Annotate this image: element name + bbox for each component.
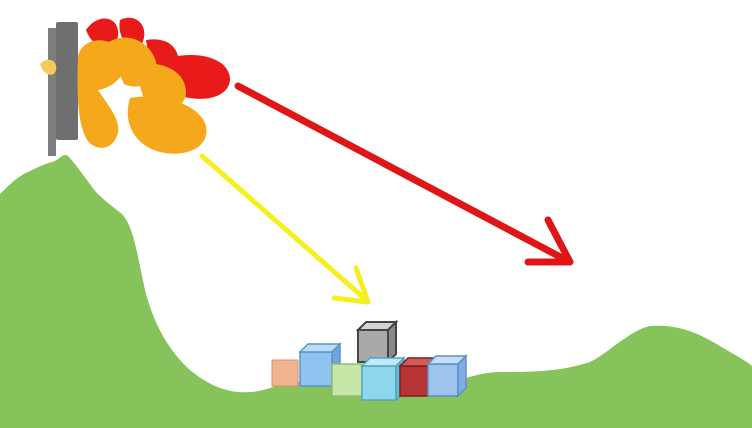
- building-cube: [362, 366, 396, 400]
- building-cube: [428, 364, 458, 396]
- building-cube: [300, 352, 332, 386]
- building-cube: [332, 364, 362, 396]
- building-cube: [400, 366, 428, 396]
- short-range-arrow-icon: [202, 156, 364, 298]
- building-cube: [358, 330, 388, 362]
- antenna-panel: [56, 22, 78, 140]
- building-cube: [272, 360, 298, 386]
- antenna-mast-icon: [48, 28, 56, 156]
